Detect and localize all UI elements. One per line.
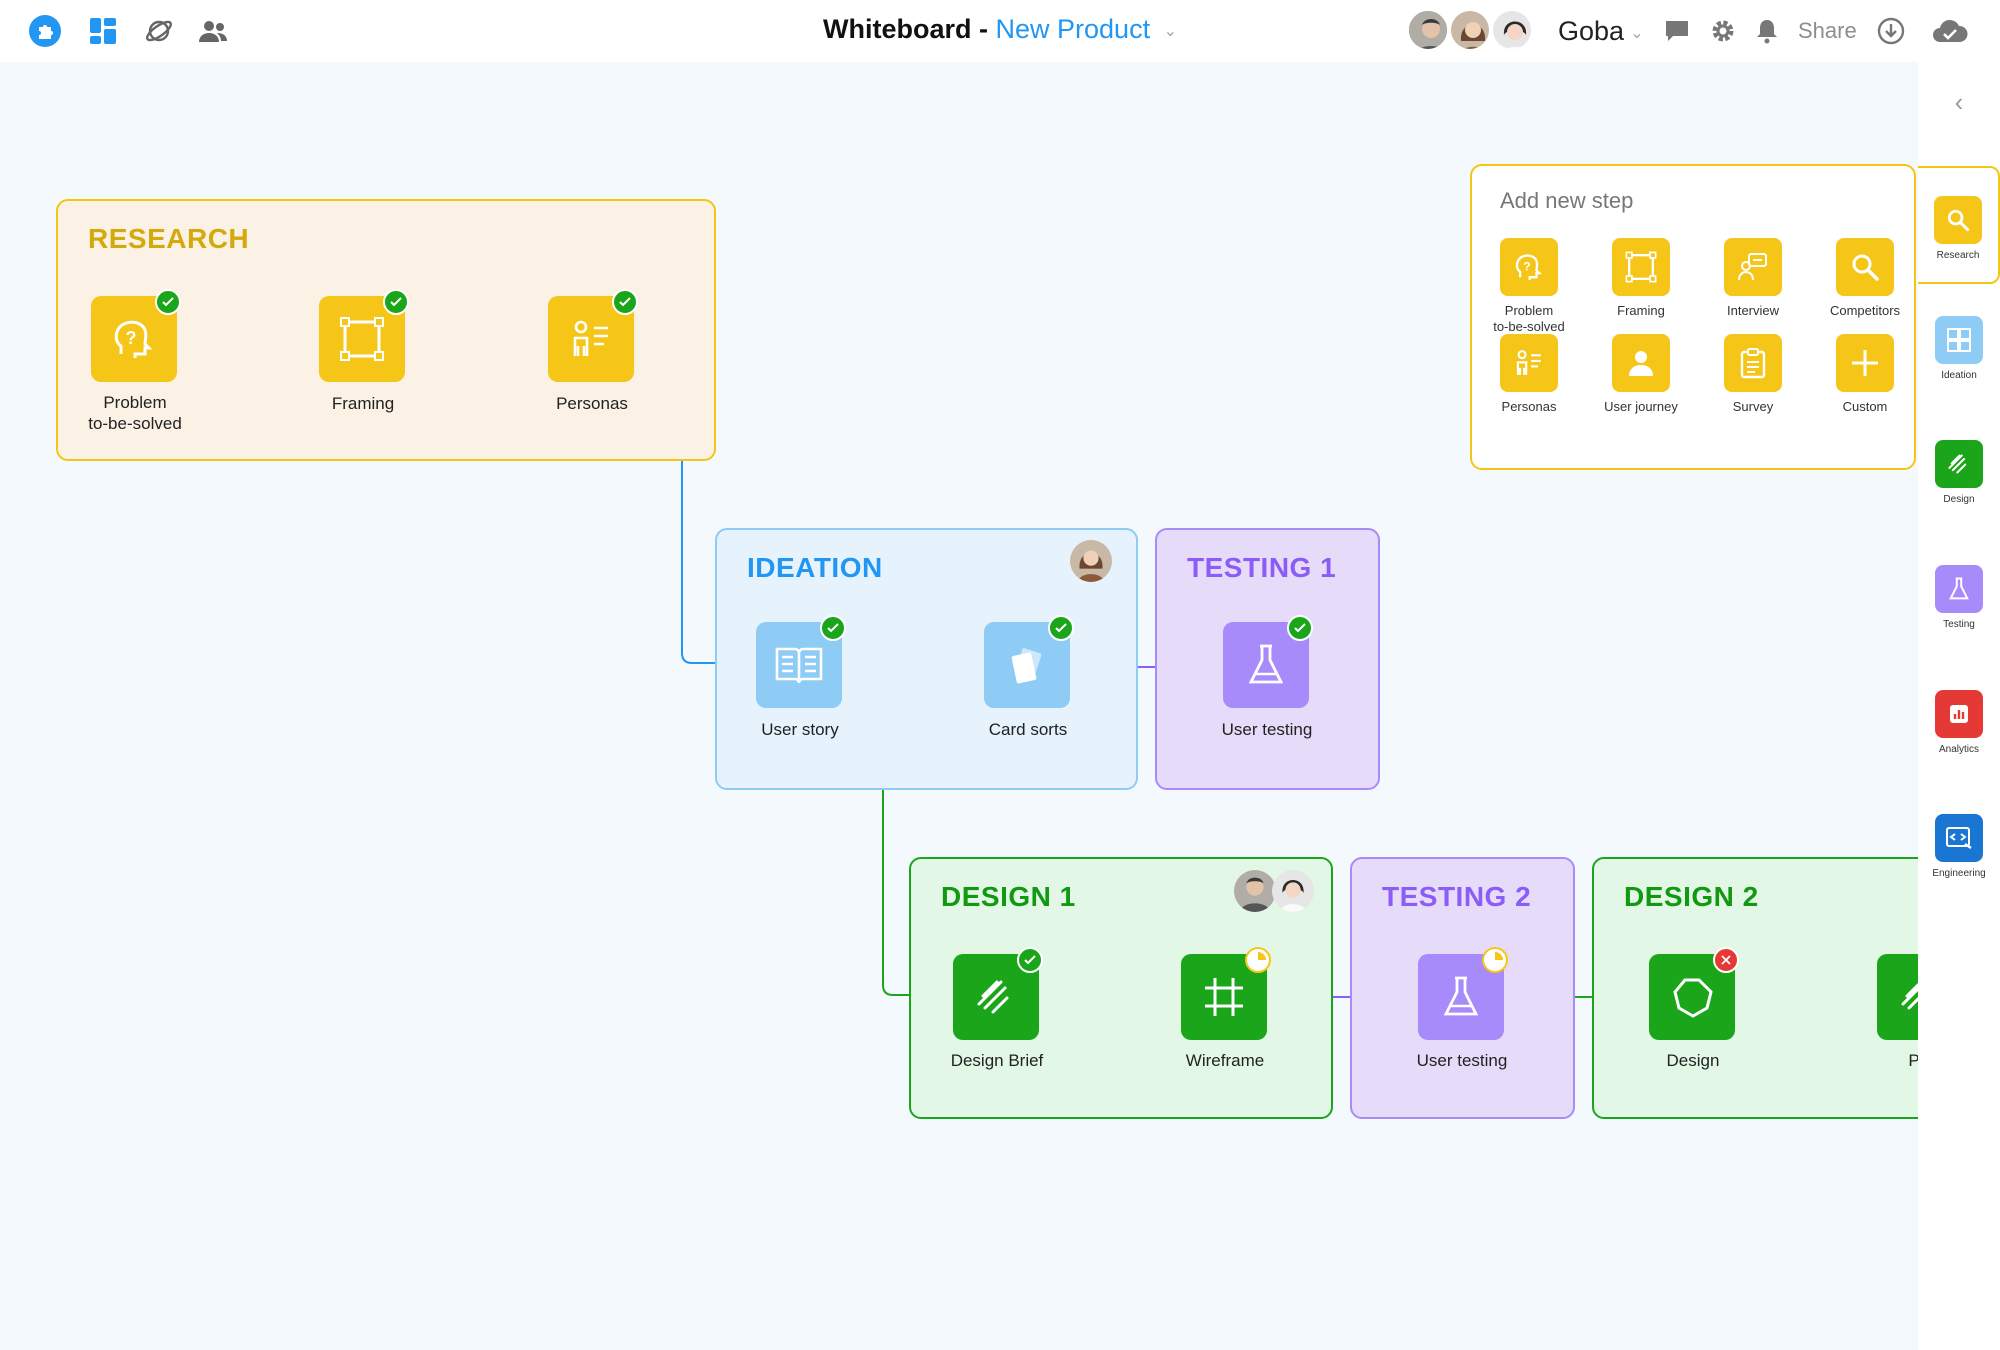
search-icon bbox=[1934, 196, 1982, 244]
node-prototype[interactable] bbox=[1877, 954, 1918, 1040]
board-title: Whiteboard - New Product ⌄ bbox=[0, 14, 2000, 45]
rail-item-analytics[interactable]: Analytics bbox=[1918, 690, 2000, 755]
rail-item-engineering[interactable]: Engineering bbox=[1918, 814, 2000, 879]
code-icon bbox=[1935, 814, 1983, 862]
step-framing[interactable] bbox=[1612, 238, 1670, 296]
username[interactable]: Goba bbox=[1558, 16, 1625, 46]
step-user-journey[interactable] bbox=[1612, 334, 1670, 392]
check-icon bbox=[383, 289, 409, 315]
rail-label: Ideation bbox=[1941, 370, 1977, 381]
rail-item-ideation[interactable]: Ideation bbox=[1918, 316, 2000, 381]
stage-title: TESTING 1 bbox=[1187, 552, 1337, 583]
step-label: Competitors bbox=[1829, 303, 1901, 318]
rail-item-testing[interactable]: Testing bbox=[1918, 565, 2000, 630]
project-name[interactable]: New Product bbox=[995, 14, 1151, 44]
chart-icon bbox=[1935, 690, 1983, 738]
step-custom[interactable] bbox=[1836, 334, 1894, 392]
grid-icon bbox=[1935, 316, 1983, 364]
node-label: Prot bbox=[1908, 1051, 1918, 1070]
collapse-chevron-icon[interactable]: ‹ bbox=[1954, 87, 1964, 117]
node-label: Wireframe bbox=[1185, 1051, 1265, 1070]
node-label: Design Brief bbox=[950, 1051, 1044, 1070]
rail-item-research[interactable]: Research bbox=[1918, 166, 2000, 284]
stage-design-2[interactable]: DESIGN 2 bbox=[1592, 857, 1918, 1119]
chat-icon[interactable] bbox=[1660, 14, 1694, 48]
stage-type-rail: ‹ Research Ideation Design Testing Analy… bbox=[1918, 62, 2000, 1350]
download-icon[interactable] bbox=[1874, 14, 1908, 48]
bell-icon[interactable] bbox=[1750, 14, 1784, 48]
avatar[interactable] bbox=[1272, 870, 1314, 912]
avatar[interactable] bbox=[1234, 870, 1276, 912]
step-problem[interactable]: ? bbox=[1500, 238, 1558, 296]
check-icon bbox=[612, 289, 638, 315]
node-label: Personas bbox=[556, 394, 628, 413]
step-label: Interview bbox=[1726, 303, 1780, 318]
dashboard-icon[interactable] bbox=[86, 14, 120, 48]
avatar[interactable] bbox=[1448, 8, 1492, 52]
step-interview[interactable] bbox=[1724, 238, 1782, 296]
rail-label: Design bbox=[1943, 494, 1975, 505]
step-label: User journey bbox=[1604, 399, 1678, 414]
top-bar: Whiteboard - New Product ⌄ Goba ⌄ Share bbox=[0, 0, 2000, 62]
node-label: Design bbox=[1666, 1051, 1720, 1070]
panel-title: Add new step bbox=[1500, 188, 1634, 213]
svg-text:?: ? bbox=[1523, 259, 1530, 273]
svg-text:?: ? bbox=[126, 328, 137, 348]
chevron-down-icon[interactable]: ⌄ bbox=[1163, 22, 1177, 40]
stage-title: RESEARCH bbox=[88, 223, 250, 254]
pen-icon bbox=[1935, 440, 1983, 488]
step-label: Survey bbox=[1732, 399, 1774, 414]
step-label: Personas bbox=[1501, 399, 1557, 414]
rail-label: Testing bbox=[1943, 619, 1975, 630]
step-label: Custom bbox=[1842, 399, 1888, 414]
title-text: Whiteboard - bbox=[823, 14, 988, 44]
cloud-icon[interactable] bbox=[1928, 14, 1972, 48]
rail-label: Analytics bbox=[1938, 744, 1979, 755]
step-competitors[interactable] bbox=[1836, 238, 1894, 296]
gear-icon[interactable] bbox=[1706, 14, 1740, 48]
step-personas[interactable] bbox=[1500, 334, 1558, 392]
rail-item-design[interactable]: Design bbox=[1918, 440, 2000, 505]
stage-title: TESTING 2 bbox=[1382, 881, 1532, 912]
stage-title: DESIGN 1 bbox=[941, 881, 1076, 912]
check-icon bbox=[155, 289, 181, 315]
node-label: Card sorts bbox=[988, 720, 1068, 739]
puzzle-icon[interactable] bbox=[28, 14, 62, 48]
flask-icon bbox=[1935, 565, 1983, 613]
check-icon bbox=[820, 615, 846, 641]
node-label: User testing bbox=[1416, 1051, 1508, 1070]
check-icon bbox=[1017, 947, 1043, 973]
stage-title: DESIGN 2 bbox=[1624, 881, 1759, 912]
avatar[interactable] bbox=[1406, 8, 1450, 52]
step-survey[interactable] bbox=[1724, 334, 1782, 392]
chevron-down-icon[interactable]: ⌄ bbox=[1630, 25, 1644, 42]
node-label: Framing bbox=[331, 394, 395, 413]
node-label: User story bbox=[761, 720, 839, 739]
rail-label: Research bbox=[1936, 250, 1980, 261]
rail-label: Engineering bbox=[1932, 868, 1986, 879]
check-icon bbox=[1048, 615, 1074, 641]
avatar[interactable] bbox=[1070, 540, 1112, 582]
progress-icon bbox=[1245, 947, 1271, 973]
step-label: Framing bbox=[1617, 303, 1665, 318]
check-icon bbox=[1287, 615, 1313, 641]
progress-icon bbox=[1482, 947, 1508, 973]
team-icon[interactable] bbox=[196, 14, 230, 48]
avatar[interactable] bbox=[1490, 8, 1534, 52]
share-button[interactable]: Share bbox=[1798, 18, 1857, 43]
node-label: User testing bbox=[1221, 720, 1313, 739]
stage-title: IDEATION bbox=[747, 552, 883, 583]
orbit-icon[interactable] bbox=[142, 14, 176, 48]
error-icon bbox=[1713, 947, 1739, 973]
